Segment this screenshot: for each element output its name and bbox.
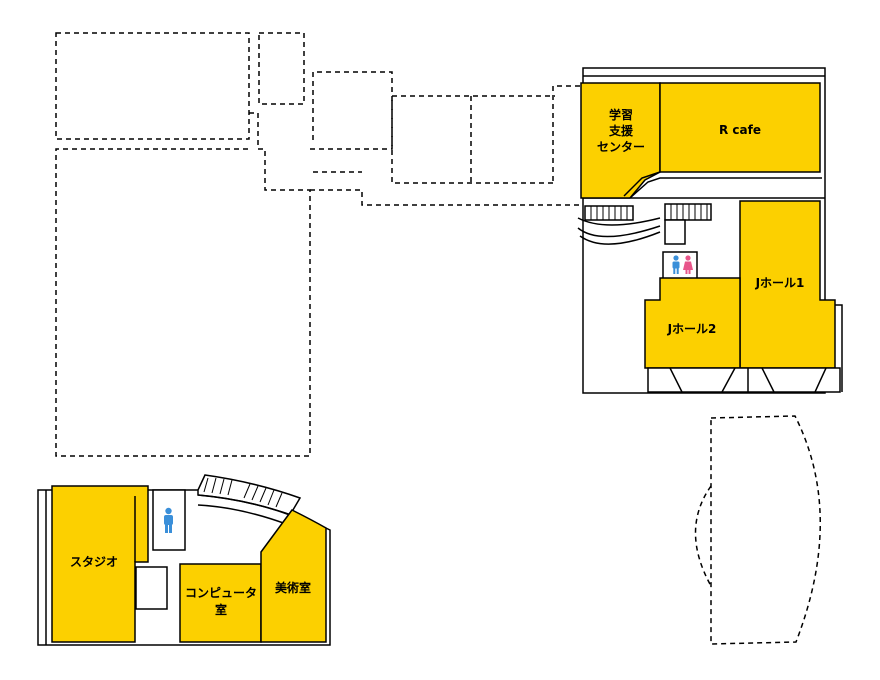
corridor-curve-line-2 <box>623 171 661 197</box>
outline-building-d <box>312 71 555 184</box>
stairs-west-top-steps <box>203 477 283 508</box>
label-studio: スタジオ <box>70 555 118 569</box>
building-east-facade <box>647 367 841 393</box>
label-computer-room-line-2: 室 <box>215 602 227 617</box>
female-icon-leg <box>688 270 691 274</box>
outline-divider-2 <box>552 85 580 183</box>
room-art[interactable] <box>260 509 327 643</box>
dashed-outlines <box>55 32 821 645</box>
stairs-east-curve-2 <box>577 225 661 238</box>
male-icon-leg <box>676 268 679 274</box>
male-icon-leg <box>165 524 168 533</box>
label-learning-support-center-line-2: 支援 <box>608 123 634 138</box>
corridor-curve-line <box>629 177 822 199</box>
male-icon-body <box>164 515 173 525</box>
building-east <box>577 67 843 394</box>
label-j-hall-1: Jホール1 <box>755 276 805 290</box>
label-art-room: 美術室 <box>275 580 311 595</box>
room-r-cafe[interactable] <box>659 82 821 173</box>
label-j-hall-2: Jホール2 <box>667 322 717 336</box>
outline-corridor-bottom <box>310 189 580 206</box>
label-computer-room-line-1: コンピュータ <box>185 586 257 600</box>
stairs-east-right-steps <box>670 204 708 220</box>
restroom-male-icon <box>164 507 173 533</box>
stairs-east-right <box>664 203 712 221</box>
outline-hall-arc <box>694 485 712 587</box>
male-icon-leg <box>169 524 172 533</box>
female-icon-head <box>685 255 691 261</box>
label-learning-support-center-line-1: 学習 <box>609 107 633 122</box>
outline-building-c <box>55 112 311 457</box>
outline-building-b <box>258 32 305 105</box>
stairs-east-curve-1 <box>577 217 661 226</box>
label-r-cafe: R cafe <box>719 123 761 137</box>
restroom-male-female-icon <box>672 255 693 274</box>
room-j-hall-2[interactable] <box>644 277 741 369</box>
building-west <box>37 474 331 646</box>
male-icon-head <box>673 255 679 261</box>
stairs-east-curve-3 <box>579 231 661 245</box>
elevator-west <box>135 566 168 610</box>
outline-building-a <box>55 32 250 140</box>
room-labels: 学習 支援 センター R cafe Jホール1 Jホール2 スタジオ コンピュー… <box>70 107 804 617</box>
female-icon-leg <box>685 270 688 274</box>
stairs-east-left-steps <box>590 206 628 220</box>
label-learning-support-center-line-3: センター <box>597 140 645 154</box>
outline-hall-shape <box>710 415 821 645</box>
facade-pillars <box>669 367 827 393</box>
male-icon-body <box>672 261 680 269</box>
female-icon-body <box>683 261 693 270</box>
elevator-east <box>664 219 686 245</box>
male-icon-head <box>165 507 172 515</box>
male-icon-leg <box>673 268 676 274</box>
building-east-side-wall <box>835 304 843 392</box>
outline-corridor-top <box>310 95 555 150</box>
